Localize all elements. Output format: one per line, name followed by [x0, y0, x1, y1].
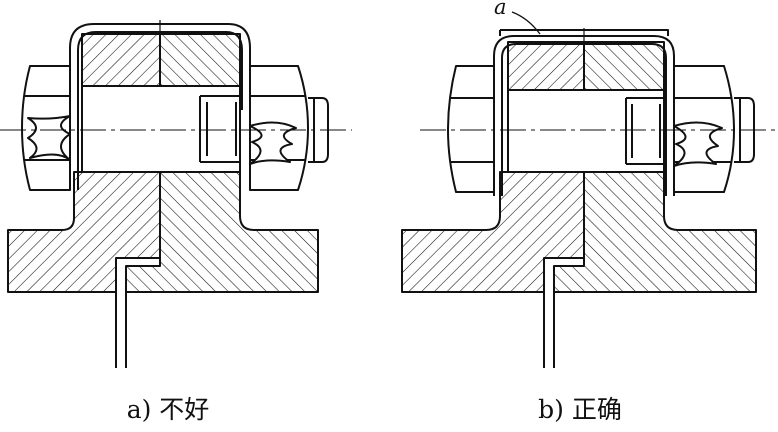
caption-panel-a: a) 不好 — [126, 395, 210, 424]
upper-block-left-b — [507, 41, 585, 91]
upper-block-right-a — [159, 33, 241, 87]
callout-label-a: a — [494, 0, 507, 19]
bore-a — [81, 85, 241, 173]
panel-b — [401, 11, 778, 368]
lock-sheet-a — [115, 258, 127, 368]
nut-left-b — [447, 65, 495, 193]
upper-block-right-b — [583, 41, 665, 91]
bore-b — [507, 89, 665, 173]
spring-washer-right-b — [673, 121, 723, 167]
bracket-a — [69, 23, 251, 190]
spring-washer-right-a — [249, 121, 297, 165]
panel-a — [0, 20, 352, 368]
upper-block-left-a — [81, 33, 161, 87]
lock-sheet-b — [543, 258, 555, 368]
callout-leader-b — [511, 11, 541, 35]
top-bar-b — [499, 29, 669, 36]
caption-panel-b: b) 正确 — [538, 395, 622, 424]
spring-washer-left-a — [27, 115, 71, 161]
